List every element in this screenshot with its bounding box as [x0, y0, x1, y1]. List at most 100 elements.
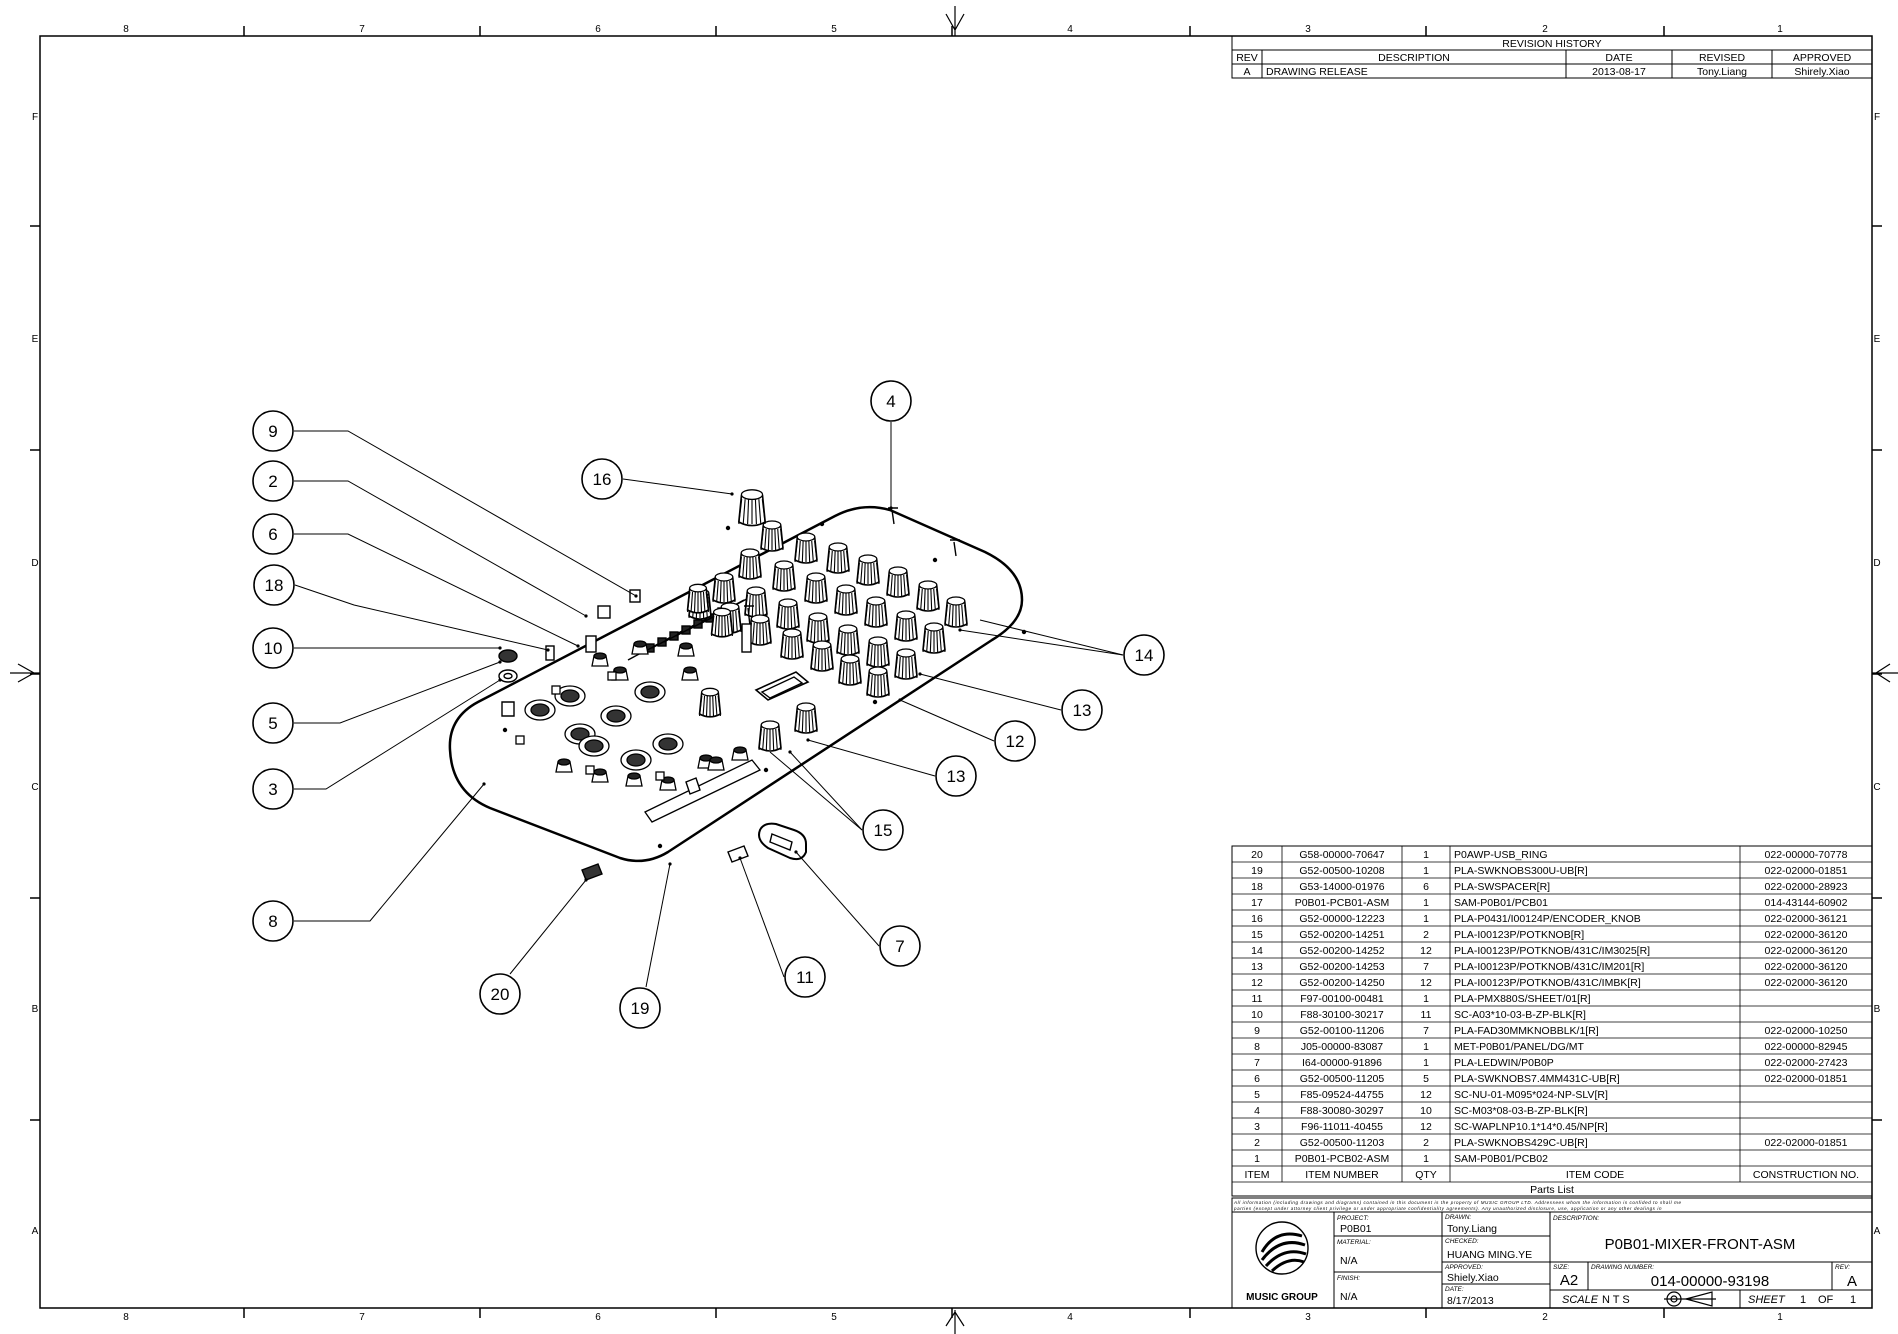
parts-cell: F97-00100-00481: [1300, 993, 1384, 1005]
rev-header-approved: APPROVED: [1793, 52, 1852, 64]
parts-cell: 022-00000-70778: [1765, 849, 1848, 861]
leader-line: [294, 661, 501, 724]
zone-row-label: A: [1874, 1226, 1881, 1237]
parts-header: ITEM: [1244, 1169, 1269, 1181]
finish-value: N/A: [1340, 1291, 1358, 1303]
leader-dot: [668, 862, 672, 866]
scale-label: SCALE: [1562, 1294, 1599, 1306]
zone-row-label: F: [1874, 112, 1880, 123]
switch-knob-cap: [593, 652, 607, 660]
balloon-number: 13: [1073, 701, 1092, 720]
balloon-number: 7: [895, 937, 904, 956]
rotary-knob: [804, 572, 828, 604]
parts-cell: PLA-FAD30MMKNOBBLK/1[R]: [1454, 1025, 1599, 1037]
parts-cell: F96-11011-40455: [1301, 1121, 1383, 1133]
parts-cell: PLA-SWKNOBS300U-UB[R]: [1454, 865, 1588, 877]
rotary-knob: [776, 598, 800, 630]
panel-screw-hole: [725, 525, 731, 531]
xlr-jack-core: [584, 739, 604, 753]
parts-cell: 9: [1254, 1025, 1260, 1037]
parts-list-title: Parts List: [1530, 1184, 1574, 1196]
drawn-value: Tony.Liang: [1447, 1223, 1497, 1235]
date-value: 8/17/2013: [1447, 1295, 1494, 1307]
parts-cell: 12: [1251, 977, 1263, 989]
parts-cell: PLA-I00123P/POTKNOB/431C/IM201[R]: [1454, 961, 1644, 973]
switch-knob-cap: [733, 746, 747, 754]
description-label: DESCRIPTION:: [1553, 1215, 1599, 1222]
zone-column-label: 7: [359, 1312, 365, 1323]
led-indicator: [655, 771, 665, 781]
zone-column-label: 8: [123, 1312, 129, 1323]
rotary-knob: [834, 584, 858, 616]
parts-cell: 1: [1423, 1041, 1429, 1053]
leader-lines: [294, 422, 1124, 988]
parts-cell: 18: [1251, 881, 1263, 893]
parts-cell: 1: [1423, 1057, 1429, 1069]
parts-cell: SC-M03*08-03-B-ZP-BLK[R]: [1454, 1105, 1588, 1117]
rev-row-rev: A: [1243, 66, 1250, 78]
zone-row-label: D: [1873, 558, 1880, 569]
parts-cell: PLA-SWKNOBS429C-UB[R]: [1454, 1137, 1588, 1149]
drawn-label: DRAWN:: [1445, 1214, 1471, 1221]
panel-screw-hole: [872, 699, 878, 705]
leader-dot: [482, 782, 486, 786]
zone-column-label: 4: [1067, 24, 1073, 35]
xlr-jack-core: [570, 727, 590, 741]
zone-column-label: 7: [359, 24, 365, 35]
finish-label: FINISH:: [1337, 1275, 1360, 1282]
leader-dot: [788, 750, 792, 754]
parts-cell: 16: [1251, 913, 1263, 925]
led-indicator: [515, 735, 525, 745]
leader-line: [294, 679, 501, 790]
parts-cell: 6: [1254, 1073, 1260, 1085]
rev-row-revised: Tony.Liang: [1697, 66, 1747, 78]
balloon-circle: [252, 627, 294, 669]
parts-cell: 1: [1423, 1153, 1429, 1165]
rev-header-date: DATE: [1605, 52, 1632, 64]
balloon-number: 14: [1135, 646, 1154, 665]
project-label: PROJECT:: [1337, 1215, 1369, 1222]
parts-cell: 14: [1251, 945, 1263, 957]
panel-screw-hole: [657, 843, 663, 849]
rotary-knob: [864, 596, 888, 628]
zone-row-label: B: [32, 1004, 39, 1015]
xlr-jack-core: [640, 685, 660, 699]
date-label: DATE:: [1445, 1286, 1464, 1293]
balloon-circle: [935, 755, 977, 797]
balloon-circle: [252, 702, 294, 744]
rotary-knob: [760, 520, 784, 552]
zone-row-label: A: [32, 1226, 39, 1237]
parts-cell: 11: [1421, 1009, 1432, 1021]
switch-knob-cap: [593, 768, 607, 776]
zone-row-label: E: [1874, 334, 1881, 345]
parts-cell: MET-P0B01/PANEL/DG/MT: [1454, 1041, 1585, 1053]
balloon-number: 9: [268, 422, 277, 441]
parts-cell: PLA-SWSPACER[R]: [1454, 881, 1550, 893]
rotary-knob: [794, 532, 818, 564]
leader-dot: [576, 644, 580, 648]
zone-row-label: C: [1873, 782, 1880, 793]
parts-cell: F85-09524-44755: [1300, 1089, 1384, 1101]
size-value: A2: [1560, 1272, 1578, 1289]
parts-cell: 022-02000-28923: [1765, 881, 1848, 893]
rotary-knob: [738, 548, 762, 580]
description-value: P0B01-MIXER-FRONT-ASM: [1605, 1236, 1796, 1253]
balloon-circle: [252, 513, 294, 555]
parts-cell: G58-00000-70647: [1299, 849, 1384, 861]
balloon-circle: [252, 900, 294, 942]
parts-cell: 7: [1423, 1025, 1429, 1037]
switch-knob-cap: [709, 756, 723, 764]
rotary-knob: [806, 612, 830, 644]
rotary-knob: [922, 622, 946, 654]
switch-knob-cap: [627, 772, 641, 780]
parts-cell: 12: [1420, 1089, 1432, 1101]
balloon-number: 15: [874, 821, 893, 840]
parts-cell: 20: [1251, 849, 1263, 861]
leader-line: [294, 783, 485, 922]
leader-line: [509, 879, 587, 975]
rotary-knob: [686, 583, 710, 614]
leader-line: [294, 533, 579, 647]
zone-column-label: 1: [1777, 1312, 1783, 1323]
rotary-knob: [772, 560, 796, 592]
balloon-number: 19: [631, 999, 650, 1018]
